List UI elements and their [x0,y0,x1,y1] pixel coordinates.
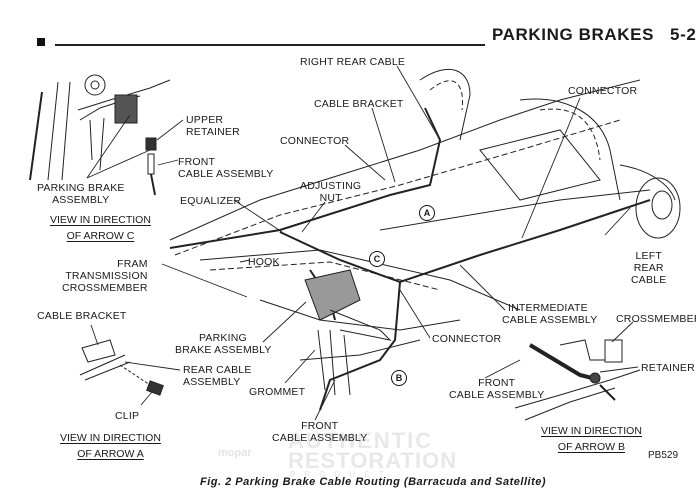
header-rule [55,44,485,46]
label-parking-brake-assembly-top: PARKING BRAKE ASSEMBLY [37,182,125,206]
watermark-line3: PRODUCT [290,470,393,479]
label-retainer: RETAINER [641,362,695,374]
view-direction-arrow-c: VIEW IN DIRECTION OF ARROW C [50,214,151,242]
label-hook: HOOK [248,256,280,268]
header-bullet [37,38,45,46]
label-intermediate-cable-assembly: INTERMEDIATE CABLE ASSEMBLY [502,302,598,326]
inset-view-b [514,339,641,421]
view-direction-arrow-b: VIEW IN DIRECTION OF ARROW B [541,425,642,453]
watermark-line2: RESTORATION [288,448,458,473]
label-front-cable-assembly-top: FRONT CABLE ASSEMBLY [178,156,274,180]
label-connector-bottom: CONNECTOR [432,333,502,345]
label-upper-retainer: UPPER RETAINER [186,114,240,138]
leader-lines [86,65,639,421]
label-right-rear-cable: RIGHT REAR CABLE [300,56,406,68]
view-direction-arrow-a: VIEW IN DIRECTION OF ARROW A [60,432,161,460]
figure-code: PB529 [648,450,679,461]
main-parking-brake-assembly [304,269,392,396]
label-rear-cable-assembly: REAR CABLE ASSEMBLY [183,364,252,388]
section-title: PARKING BRAKES [492,25,655,44]
figure-caption: Fig. 2 Parking Brake Cable Routing (Barr… [200,476,547,488]
label-connector-top-right: CONNECTOR [568,85,638,97]
label-fram-transmission-crossmember: FRAM TRANSMISSION CROSSMEMBER [62,258,148,294]
label-adjusting-nut: ADJUSTING NUT [300,180,362,204]
watermark-line1: AUTHENTIC [288,428,434,453]
watermark-mopar: mopar [218,447,252,459]
label-front-cable-assembly-right: FRONT CABLE ASSEMBLY [449,377,545,401]
label-parking-brake-assembly-mid: PARKING BRAKE ASSEMBLY [175,332,272,356]
page-number: 5-21 [670,25,696,44]
label-crossmember: CROSSMEMBER [616,313,696,325]
label-left-rear-cable: LEFT REAR CABLE [631,250,667,286]
inset-view-a [79,339,164,396]
label-equalizer: EQUALIZER [180,195,242,207]
label-cable-bracket-top: CABLE BRACKET [314,98,404,110]
label-front-cable-assembly-bottom: FRONT CABLE ASSEMBLY [272,420,368,444]
arrow-marker-c: C [369,251,385,267]
label-connector-mid: CONNECTOR [280,135,350,147]
inset-view-c [29,74,171,196]
label-clip: CLIP [115,410,140,422]
page-header: PARKING BRAKES 5-21 [492,25,696,45]
arrow-marker-a: A [419,205,435,221]
label-grommet: GROMMET [249,386,306,398]
arrow-marker-b: B [391,370,407,386]
vehicle-underbody [169,68,681,361]
label-cable-bracket-left: CABLE BRACKET [37,310,127,322]
